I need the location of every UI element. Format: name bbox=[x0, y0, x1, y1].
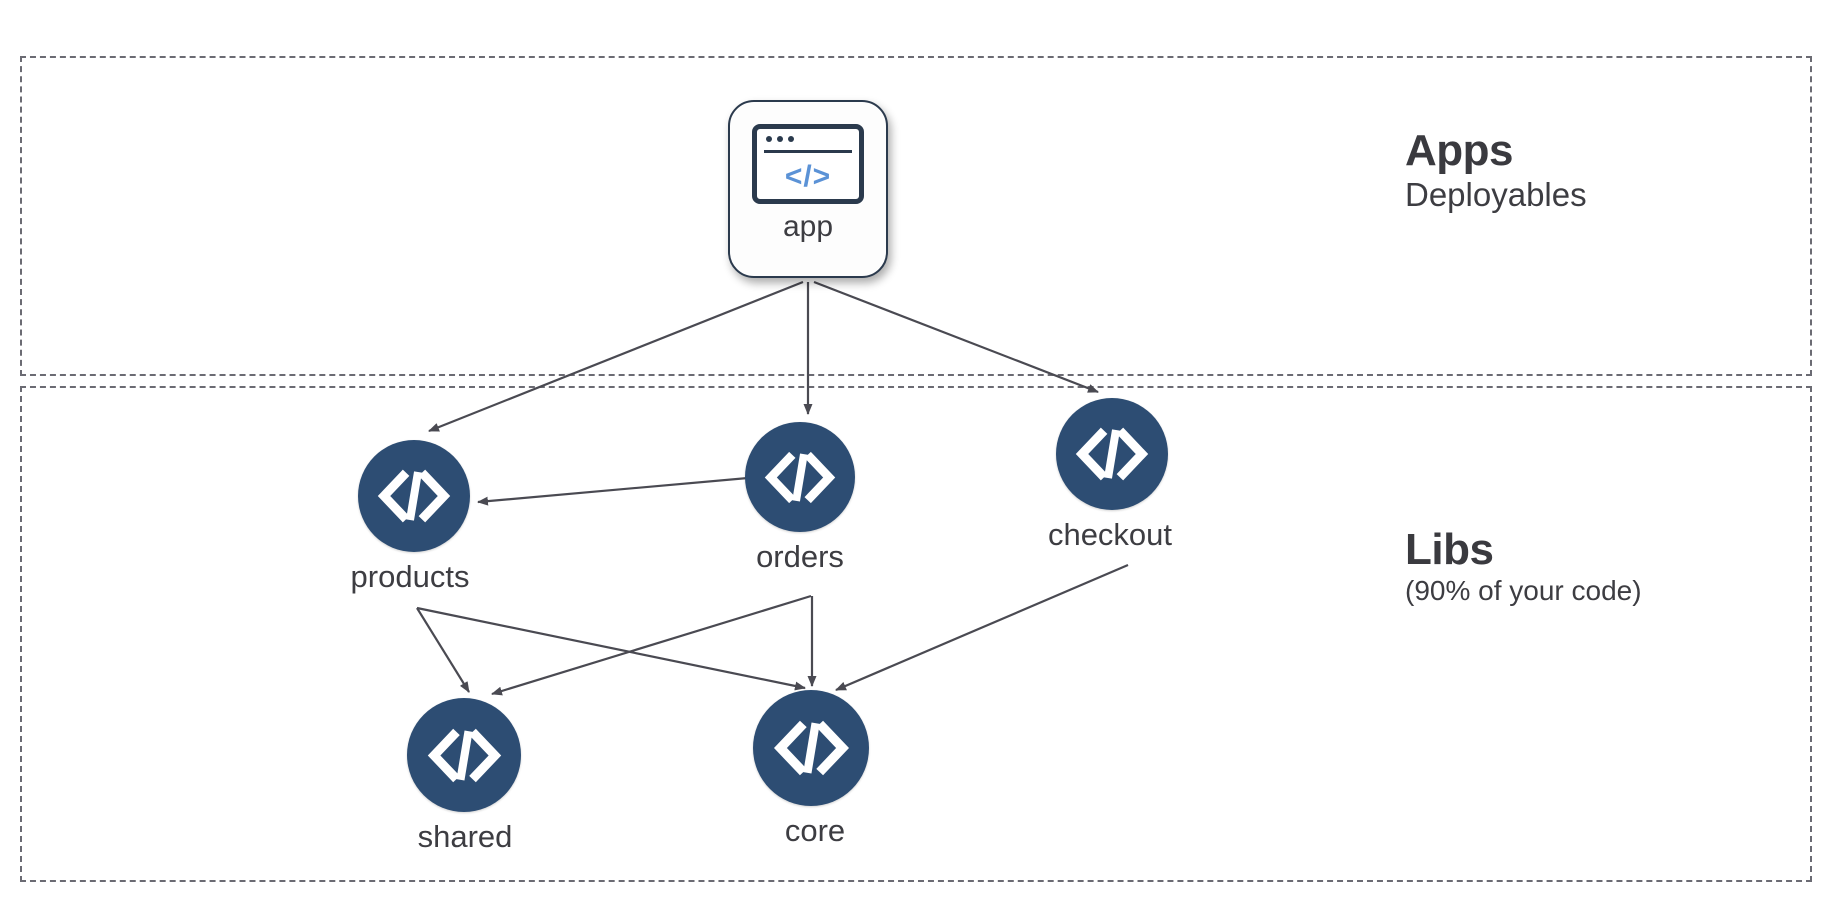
node-core-label: core bbox=[784, 813, 846, 848]
node-shared[interactable]: shared bbox=[345, 698, 585, 855]
node-app-label: app bbox=[782, 210, 834, 243]
zone-apps-subtitle: Deployables bbox=[1405, 176, 1587, 214]
zone-libs-caption: Libs (90% of your code) bbox=[1405, 525, 1642, 608]
code-brackets-icon bbox=[745, 422, 855, 532]
zone-apps bbox=[20, 56, 1812, 376]
node-shared-label: shared bbox=[417, 819, 513, 854]
code-brackets-glyph: </> bbox=[784, 160, 832, 193]
node-orders[interactable]: orders bbox=[680, 422, 920, 575]
code-brackets-icon bbox=[753, 690, 869, 806]
node-checkout[interactable]: checkout bbox=[990, 398, 1230, 553]
zone-libs-title: Libs bbox=[1405, 525, 1494, 574]
node-products-label: products bbox=[350, 559, 470, 594]
code-brackets-icon bbox=[1056, 398, 1168, 510]
node-products[interactable]: products bbox=[290, 440, 530, 595]
window-titlebar-rule bbox=[764, 150, 852, 153]
code-brackets-icon bbox=[358, 440, 470, 552]
code-brackets-icon bbox=[407, 698, 521, 812]
zone-apps-title: Apps bbox=[1405, 126, 1513, 175]
node-orders-label: orders bbox=[756, 539, 844, 574]
browser-window-code-icon: </> bbox=[752, 124, 864, 204]
window-dots-icon bbox=[766, 136, 794, 142]
zone-libs-subtitle: (90% of your code) bbox=[1405, 575, 1642, 607]
node-core[interactable]: core bbox=[695, 690, 935, 849]
node-app[interactable]: </> app bbox=[728, 100, 888, 278]
zone-apps-caption: Apps Deployables bbox=[1405, 126, 1587, 215]
node-checkout-label: checkout bbox=[1047, 517, 1173, 552]
